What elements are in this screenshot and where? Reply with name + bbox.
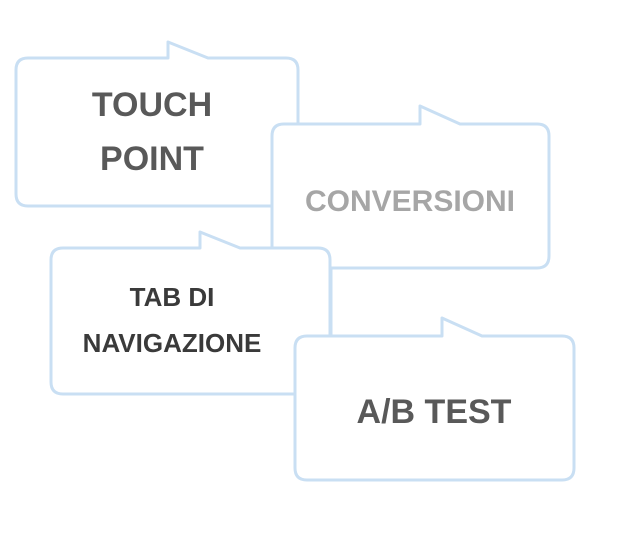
bubble-ab-test: A/B TEST bbox=[293, 316, 576, 482]
bubble-conversioni: CONVERSIONI bbox=[270, 104, 551, 270]
tab-navigazione-line2: NAVIGAZIONE bbox=[83, 328, 262, 358]
bubble-ab-test-shape bbox=[293, 316, 576, 482]
tab-navigazione-line1: TAB DI bbox=[130, 282, 215, 312]
touch-point-line1: TOUCH bbox=[92, 86, 212, 124]
bubble-touch-point-shape bbox=[14, 40, 300, 208]
ab-test-label: A/B TEST bbox=[357, 393, 512, 431]
touch-point-line2: POINT bbox=[100, 140, 204, 178]
conversioni-label: CONVERSIONI bbox=[305, 185, 515, 218]
bubble-touch-point: TOUCH POINT bbox=[14, 40, 300, 208]
bubble-tab-navigazione-shape bbox=[49, 230, 332, 396]
bubble-tab-navigazione: TAB DI NAVIGAZIONE bbox=[49, 230, 332, 396]
bubble-conversioni-shape bbox=[270, 104, 551, 270]
